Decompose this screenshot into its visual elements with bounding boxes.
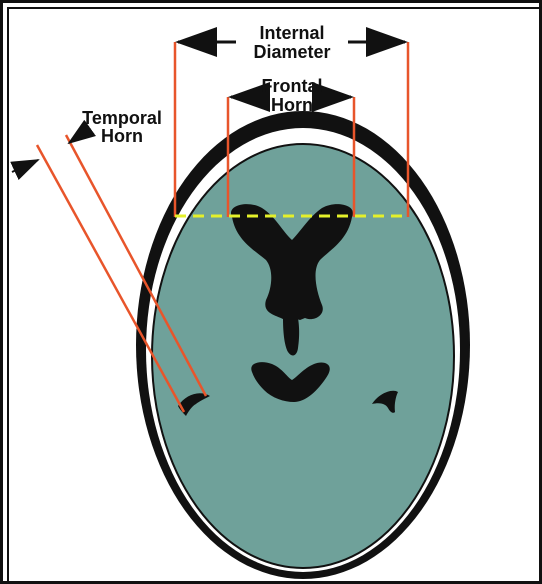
internal-diameter-label-line1: Internal <box>259 23 324 43</box>
temporal-horn-arrow-inner <box>69 128 90 143</box>
temporal-horn-arrow-outer <box>12 160 38 172</box>
internal-diameter-label-line2: Diameter <box>253 42 330 62</box>
frontal-horn-label-line1: Frontal <box>262 76 323 96</box>
temporal-horn-label-line2: Horn <box>101 126 143 146</box>
frontal-horn-label-line2: Horn <box>271 95 313 115</box>
temporal-horn-label-line1: Temporal <box>82 108 162 128</box>
